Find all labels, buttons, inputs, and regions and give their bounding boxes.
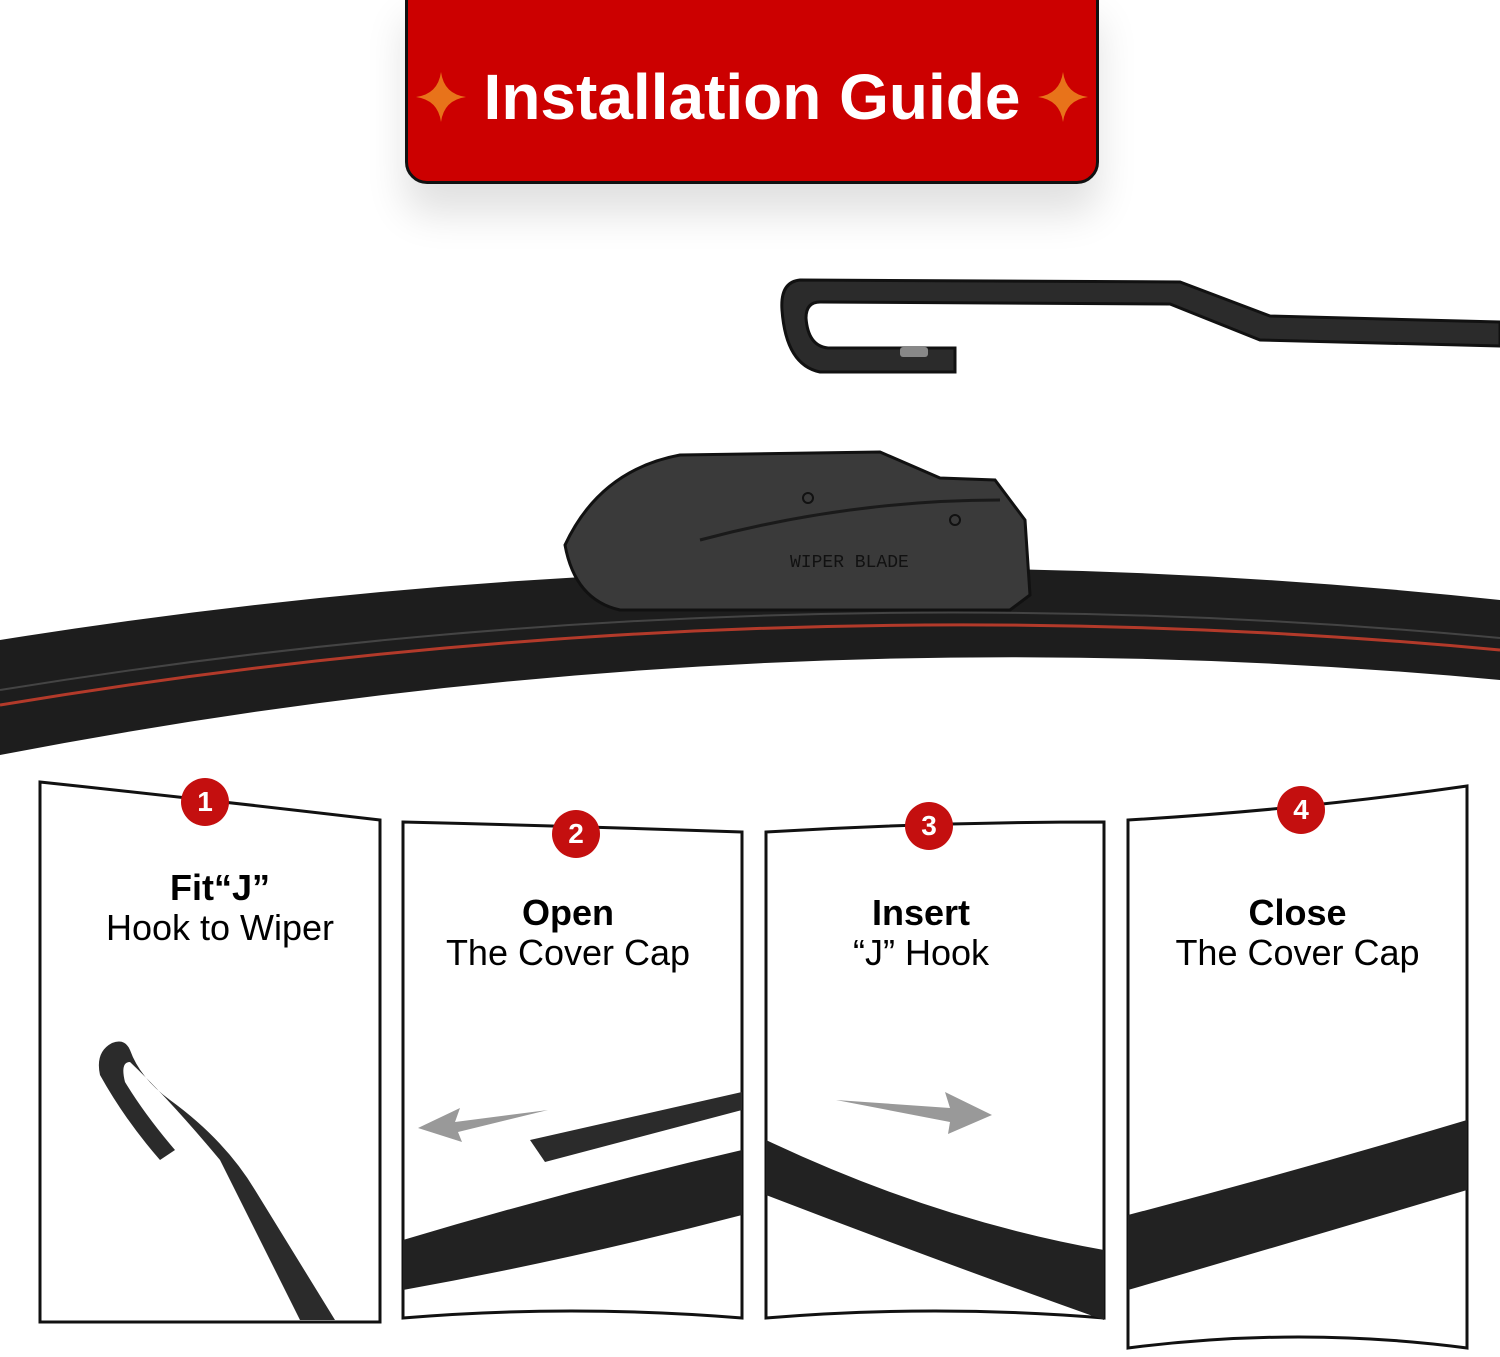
step-4-badge: 4	[1277, 786, 1325, 834]
step-2-text: Open The Cover Cap	[403, 893, 733, 973]
wiper-blade-image	[0, 450, 1500, 755]
adapter-label: WIPER BLADE	[790, 553, 909, 573]
step-3-text: Insert “J” Hook	[766, 893, 1076, 973]
step-4-text: Close The Cover Cap	[1128, 893, 1467, 973]
step-3-badge: 3	[905, 802, 953, 850]
step-4-title: Close	[1248, 892, 1347, 933]
step-1-badge: 1	[181, 778, 229, 826]
step-2-title: Open	[521, 892, 614, 933]
step-1-subtitle: Hook to Wiper	[105, 907, 335, 948]
step-4-subtitle: The Cover Cap	[1175, 932, 1420, 973]
step-1-text: Fit“J” Hook to Wiper	[40, 868, 400, 948]
step-3-subtitle: “J” Hook	[852, 932, 990, 973]
sparkle-star-icon	[415, 72, 466, 122]
step-2-subtitle: The Cover Cap	[445, 932, 691, 973]
step-3-title: Insert	[871, 892, 971, 933]
step-1-title: Fit“J”	[169, 867, 270, 908]
page-title: Installation Guide	[483, 61, 1021, 133]
step-2-badge: 2	[552, 810, 600, 858]
j-hook-arm-image	[780, 278, 1500, 374]
step-1-panel	[38, 780, 382, 1324]
sparkle-star-icon	[1038, 72, 1089, 122]
title-banner: Installation Guide	[405, 0, 1099, 184]
